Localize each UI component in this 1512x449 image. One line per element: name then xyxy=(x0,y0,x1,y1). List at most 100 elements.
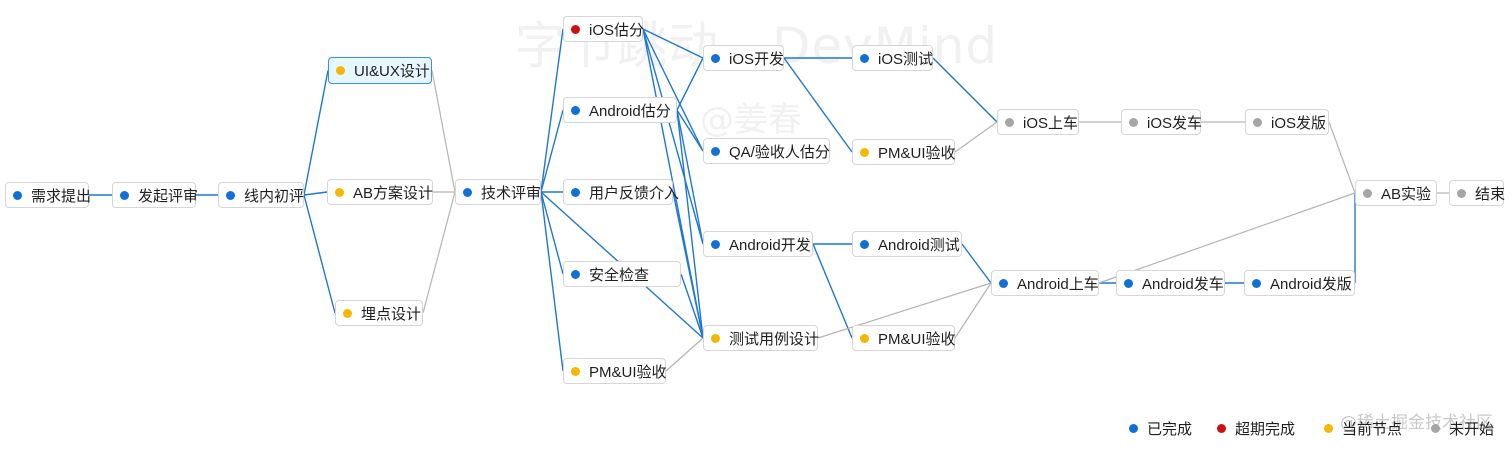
edge-tech-to-and_est xyxy=(540,109,564,193)
node-label: 结束 xyxy=(1475,185,1506,203)
node-ios-pm-ui-acceptance[interactable]: PM&UI验收 xyxy=(852,139,956,165)
edge-tech-to-ios_est xyxy=(540,28,564,193)
node-label: 线内初评 xyxy=(244,187,305,205)
node-label: 需求提出 xyxy=(31,187,92,205)
edge-and_test-to-and_board xyxy=(961,243,992,284)
node-online-initial-review[interactable]: 线内初评 xyxy=(218,182,304,208)
node-label: 用户反馈介入 xyxy=(589,184,680,202)
status-dot xyxy=(711,146,720,156)
edge-ios_dev-to-pmui_ios xyxy=(783,57,853,153)
node-android-develop[interactable]: Android开发 xyxy=(703,231,813,257)
node-label: Android开发 xyxy=(729,236,811,254)
node-label: iOS上车 xyxy=(1023,114,1079,132)
node-pm-ui-acceptance[interactable]: PM&UI验收 xyxy=(563,358,667,384)
legend-item-overdue: 超期完成 xyxy=(1217,418,1295,439)
legend-label: 当前节点 xyxy=(1342,421,1403,438)
legend-dot xyxy=(1217,424,1226,433)
edge-and_est-to-ios_dev xyxy=(676,57,704,111)
status-dot xyxy=(860,239,869,249)
status-dot xyxy=(571,187,580,197)
status-dot xyxy=(711,53,720,63)
edge-ios_est-to-ios_dev xyxy=(642,28,704,59)
node-initiate-review[interactable]: 发起评审 xyxy=(112,182,198,208)
status-dot xyxy=(1457,188,1466,198)
status-dot xyxy=(571,366,580,376)
edge-and_est-to-qa_est xyxy=(676,109,704,152)
node-security-check[interactable]: 安全检查 xyxy=(563,261,681,287)
legend-item-current: 当前节点 xyxy=(1324,418,1402,439)
node-label: UI&UX设计 xyxy=(354,63,430,80)
status-dot xyxy=(1253,117,1262,127)
legend-item-pending: 未开始 xyxy=(1431,418,1494,439)
edge-testcase-to-and_board xyxy=(817,282,992,339)
node-ab-experiment[interactable]: AB实验 xyxy=(1355,180,1437,206)
node-tracking-design[interactable]: 埋点设计 xyxy=(335,300,423,326)
edge-and_est-to-testcase xyxy=(676,109,704,339)
node-android-estimate[interactable]: Android估分 xyxy=(563,97,677,123)
node-label: 埋点设计 xyxy=(361,305,422,323)
status-dot xyxy=(1005,117,1014,127)
node-ui-ux-design[interactable]: UI&UX设计 xyxy=(328,57,432,84)
legend-label: 已完成 xyxy=(1147,421,1193,438)
edge-online-to-ab_design xyxy=(303,191,328,196)
node-tech-review[interactable]: 技术评审 xyxy=(455,179,541,205)
node-ios-estimate[interactable]: iOS估分 xyxy=(563,16,645,42)
node-android-board[interactable]: Android上车 xyxy=(991,270,1099,296)
edge-and_est-to-and_dev xyxy=(676,109,704,245)
edge-ios_test-to-ios_board xyxy=(932,57,998,123)
node-label: iOS测试 xyxy=(878,50,934,68)
edge-pmui_ios-to-ios_board xyxy=(954,121,998,153)
node-label: QA/验收人估分 xyxy=(729,143,830,161)
node-android-release[interactable]: Android发版 xyxy=(1244,270,1355,296)
status-dot xyxy=(336,66,345,75)
legend-item-done: 已完成 xyxy=(1129,418,1192,439)
node-test-case-design[interactable]: 测试用例设计 xyxy=(703,325,820,351)
edge-uiux-to-tech xyxy=(431,70,456,193)
node-label: PM&UI验收 xyxy=(878,330,956,348)
status-dot xyxy=(860,147,869,157)
node-android-ship[interactable]: Android发车 xyxy=(1116,270,1225,296)
node-label: 技术评审 xyxy=(481,184,542,202)
status-dot xyxy=(343,308,352,318)
node-ios-ship[interactable]: iOS发车 xyxy=(1121,109,1203,135)
edge-ios_release-to-ab_exp xyxy=(1328,121,1356,194)
node-label: Android发车 xyxy=(1142,275,1224,293)
status-dot xyxy=(711,239,720,249)
edge-and_dev-to-pmui_and xyxy=(812,243,853,339)
node-label: AB实验 xyxy=(1381,185,1432,203)
edge-online-to-uiux xyxy=(303,70,329,196)
edge-pmui1-to-testcase xyxy=(665,337,704,372)
node-ab-plan-design[interactable]: AB方案设计 xyxy=(327,179,433,205)
node-label: Android上车 xyxy=(1017,275,1099,293)
node-ios-board[interactable]: iOS上车 xyxy=(997,109,1079,135)
edge-tracking-to-tech xyxy=(422,191,456,314)
node-label: Android测试 xyxy=(878,236,960,254)
node-requirement-raised[interactable]: 需求提出 xyxy=(5,182,92,208)
status-dot xyxy=(860,53,869,63)
node-label: AB方案设计 xyxy=(353,184,434,202)
node-ios-develop[interactable]: iOS开发 xyxy=(703,45,784,71)
node-ios-test[interactable]: iOS测试 xyxy=(852,45,933,71)
status-dot xyxy=(1124,278,1133,288)
status-dot xyxy=(1363,188,1372,198)
edge-tech-to-security xyxy=(540,191,564,275)
node-label: Android发版 xyxy=(1270,275,1352,293)
status-dot xyxy=(860,333,869,343)
node-end[interactable]: 结束 xyxy=(1449,180,1506,206)
node-label: iOS发车 xyxy=(1147,114,1203,132)
edge-ios_est-to-qa_est xyxy=(642,28,704,152)
legend-dot xyxy=(1431,424,1440,433)
edge-tech-to-pmui1 xyxy=(540,191,564,372)
legend-label: 未开始 xyxy=(1449,421,1495,438)
status-dot xyxy=(463,187,472,197)
legend-label: 超期完成 xyxy=(1235,421,1296,438)
node-label: 安全检查 xyxy=(589,266,650,284)
node-user-feedback[interactable]: 用户反馈介入 xyxy=(563,179,679,205)
node-android-pm-ui-acceptance[interactable]: PM&UI验收 xyxy=(852,325,956,351)
node-label: iOS估分 xyxy=(589,21,645,39)
node-qa-estimate[interactable]: QA/验收人估分 xyxy=(703,138,830,164)
node-label: 测试用例设计 xyxy=(729,330,820,348)
node-ios-release[interactable]: iOS发版 xyxy=(1245,109,1329,135)
node-android-test[interactable]: Android测试 xyxy=(852,231,962,257)
